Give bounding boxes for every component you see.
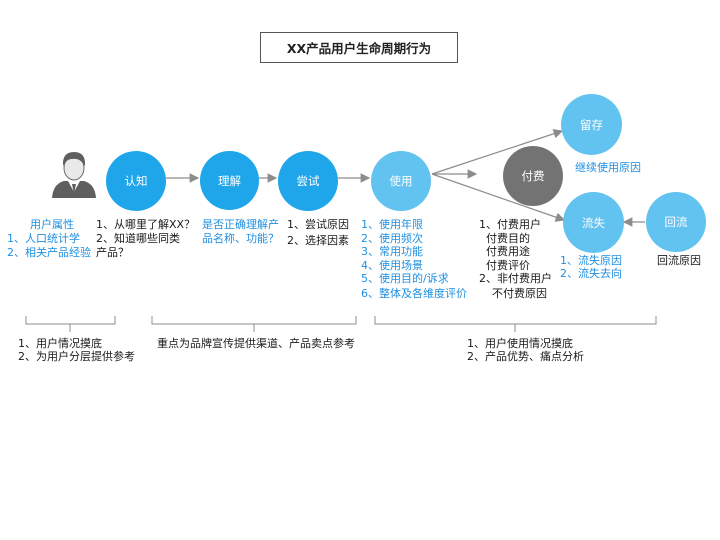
churn-note: 2、流失去向 xyxy=(560,267,622,280)
use-note: 5、使用目的/诉求 xyxy=(361,272,449,285)
try-note: 1、尝试原因 xyxy=(287,218,349,231)
pay-note: 1、付费用户 xyxy=(479,218,541,231)
node-try: 尝试 xyxy=(278,151,338,211)
user-avatar-icon xyxy=(52,152,96,198)
user-attrs-item: 1、人口统计学 xyxy=(7,232,80,245)
understand-note: 是否正确理解产 xyxy=(202,218,279,231)
use-note: 3、常用功能 xyxy=(361,245,423,258)
use-note: 4、使用场景 xyxy=(361,259,423,272)
node-retain: 留存 xyxy=(561,94,622,155)
brace-left xyxy=(25,316,116,332)
user-attrs-heading: 用户属性 xyxy=(30,218,74,231)
cognize-note: 产品？ xyxy=(96,246,129,259)
brace-middle xyxy=(151,316,357,332)
summary-right: 2、产品优势、痛点分析 xyxy=(467,350,584,363)
summary-middle: 重点为品牌宣传提供渠道、产品卖点参考 xyxy=(157,337,355,350)
cognize-note: 1、从哪里了解XX？ xyxy=(96,218,196,231)
pay-note: 付费用途 xyxy=(486,245,530,258)
cognize-note: 2、知道哪些同类 xyxy=(96,232,180,245)
pay-note: 不付费原因 xyxy=(492,287,547,300)
node-cognize: 认知 xyxy=(106,151,166,211)
use-note: 6、整体及各维度评价 xyxy=(361,287,467,300)
churn-note: 1、流失原因 xyxy=(560,254,622,267)
node-churn: 流失 xyxy=(563,192,624,253)
brace-right xyxy=(374,316,657,332)
node-reflow: 回流 xyxy=(646,192,706,252)
reflow-note: 回流原因 xyxy=(657,254,701,267)
use-note: 1、使用年限 xyxy=(361,218,423,231)
summary-left: 1、用户情况摸底 xyxy=(18,337,102,350)
use-note: 2、使用频次 xyxy=(361,232,423,245)
summary-left: 2、为用户分层提供参考 xyxy=(18,350,135,363)
understand-note: 品名称、功能？ xyxy=(202,232,279,245)
arrow-use-churn xyxy=(431,173,566,222)
diagram-title: XX产品用户生命周期行为 xyxy=(260,32,458,63)
node-use: 使用 xyxy=(371,151,431,211)
retain-note: 继续使用原因 xyxy=(575,161,641,174)
node-understand: 理解 xyxy=(200,151,259,210)
try-note: 2、选择因素 xyxy=(287,234,349,247)
pay-note: 付费目的 xyxy=(486,232,530,245)
pay-note: 付费评价 xyxy=(486,259,530,272)
summary-right: 1、用户使用情况摸底 xyxy=(467,337,573,350)
node-pay: 付费 xyxy=(503,146,563,206)
user-attrs-item: 2、相关产品经验 xyxy=(7,246,91,259)
pay-note: 2、非付费用户 xyxy=(479,272,552,285)
arrow-use-retain xyxy=(431,129,564,175)
